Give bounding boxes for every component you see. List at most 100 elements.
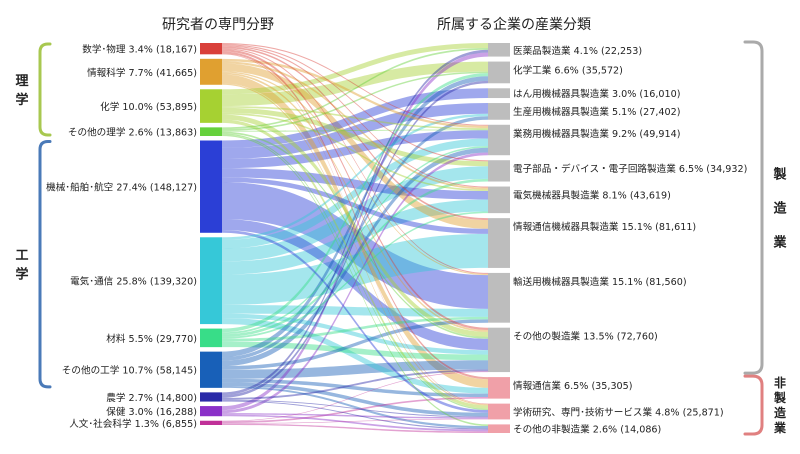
- right-column-title: 所属する企業の産業分類: [437, 16, 591, 33]
- flow-ribbon: [222, 51, 488, 380]
- flow-ribbon: [222, 131, 488, 339]
- target-label: 情報通信機械器具製造業 15.1% (81,611): [513, 221, 696, 233]
- source-node-bar: [200, 127, 222, 136]
- flow-ribbon: [222, 71, 488, 276]
- source-node-bar: [200, 58, 222, 85]
- source-node-bar: [200, 140, 222, 233]
- flow-ribbon: [222, 61, 488, 107]
- target-node-bar: [488, 403, 510, 420]
- source-label: その他の工学 10.7% (58,145): [62, 365, 197, 377]
- flow-layer: [222, 43, 488, 433]
- target-label: 情報通信業 6.5% (35,305): [513, 380, 633, 392]
- source-node-bar: [200, 43, 222, 55]
- flow-ribbon: [222, 119, 488, 409]
- flow-ribbon: [222, 88, 488, 148]
- flow-ribbon: [222, 341, 488, 361]
- source-label: 機械･船舶･航空 27.4% (148,127): [46, 182, 197, 194]
- target-label: 業務用機械器具製造業 9.2% (49,914): [513, 128, 680, 140]
- flow-ribbon: [222, 53, 488, 405]
- target-label: 学術研究、専門･技術サービス業 4.8% (25,871): [513, 407, 724, 419]
- flow-ribbon: [222, 146, 488, 335]
- flow-ribbon: [222, 133, 488, 411]
- flow-ribbon: [222, 114, 488, 338]
- right-group-bracket: [743, 40, 764, 375]
- target-label: 電子部品・デバイス・電子回路製造業 6.5% (34,932): [513, 163, 747, 175]
- source-node-bar: [200, 406, 222, 417]
- left-group-bracket: [38, 139, 52, 389]
- target-label: はん用機械器具製造業 3.0% (16,010): [513, 88, 680, 100]
- flow-ribbon: [222, 73, 488, 333]
- target-label: 医薬品製造業 4.1% (22,253): [513, 45, 642, 57]
- right-group-label: 造: [773, 200, 787, 216]
- flow-ribbon: [222, 130, 488, 169]
- flow-ribbon: [222, 129, 488, 132]
- source-node-bar: [200, 351, 222, 388]
- left-group-label: 工: [15, 249, 28, 264]
- flow-ribbon: [222, 418, 488, 424]
- source-label: 化学 10.0% (53,895): [100, 101, 197, 113]
- target-node-bar: [488, 61, 510, 84]
- flow-ribbon: [222, 52, 488, 411]
- source-label: 情報科学 7.7% (41,665): [87, 67, 197, 79]
- flow-ribbon: [222, 230, 488, 413]
- flow-ribbon: [222, 112, 488, 192]
- flow-ribbon: [222, 107, 488, 167]
- label-layer: 数学･物理 3.4% (18,167)情報科学 7.7% (41,665)化学 …: [46, 44, 747, 436]
- flow-ribbon: [222, 106, 488, 130]
- flow-ribbon: [222, 168, 488, 200]
- flow-ribbon: [222, 74, 488, 388]
- flow-ribbon: [222, 71, 488, 131]
- flow-ribbon: [222, 49, 488, 396]
- flow-ribbon: [222, 397, 488, 424]
- flow-ribbon: [222, 413, 488, 419]
- flow-ribbon: [222, 423, 488, 433]
- flow-ribbon: [222, 43, 488, 95]
- flow-ribbon: [222, 400, 488, 430]
- flow-ribbon: [222, 152, 488, 414]
- target-label: その他の非製造業 2.6% (14,086): [513, 424, 661, 436]
- flow-ribbon: [222, 313, 488, 355]
- source-node-bar: [200, 89, 222, 123]
- left-group-bracket: [38, 42, 52, 137]
- flow-ribbon: [222, 414, 488, 432]
- source-node-bar: [200, 420, 222, 425]
- flow-ribbon: [222, 369, 488, 400]
- right-group-bracket: [743, 374, 764, 436]
- flow-ribbon: [222, 48, 488, 274]
- flow-ribbon: [222, 166, 488, 262]
- target-node-bar: [488, 272, 510, 323]
- node-layer: [200, 43, 510, 433]
- flow-ribbon: [222, 61, 488, 190]
- left-group-label: 学: [15, 92, 28, 108]
- flow-ribbon: [222, 80, 488, 398]
- source-label: 人文･社会科学 1.3% (6,855): [69, 418, 197, 430]
- flow-ribbon: [222, 134, 488, 427]
- target-label: 輸送用機械器具製造業 15.1% (81,560): [513, 276, 687, 288]
- flow-ribbon: [222, 233, 488, 305]
- target-label: 化学工業 6.6% (35,572): [513, 65, 623, 77]
- right-group-label: 非: [774, 375, 786, 390]
- target-node-bar: [488, 88, 510, 99]
- right-group-label: 製: [772, 166, 786, 182]
- left-column-title: 研究者の専門分野: [162, 17, 274, 33]
- flow-ribbon: [222, 382, 488, 417]
- flow-ribbon: [222, 58, 488, 129]
- target-node-bar: [488, 424, 510, 433]
- flow-ribbon: [222, 178, 488, 337]
- flow-ribbon: [222, 138, 488, 249]
- source-label: 電気･通信 25.8% (139,320): [70, 276, 197, 288]
- target-node-bar: [488, 160, 510, 182]
- flow-ribbon: [222, 199, 488, 275]
- flow-ribbon: [222, 113, 488, 240]
- source-label: 農学 2.7% (14,800): [106, 392, 197, 404]
- flow-ribbon: [222, 386, 488, 429]
- flow-ribbon: [222, 116, 488, 361]
- right-group-label: 造: [774, 405, 787, 420]
- flow-ribbon: [222, 399, 488, 418]
- flow-ribbon: [222, 48, 488, 130]
- target-node-bar: [488, 327, 510, 373]
- flow-ribbon: [222, 83, 488, 406]
- flow-ribbon: [222, 76, 488, 358]
